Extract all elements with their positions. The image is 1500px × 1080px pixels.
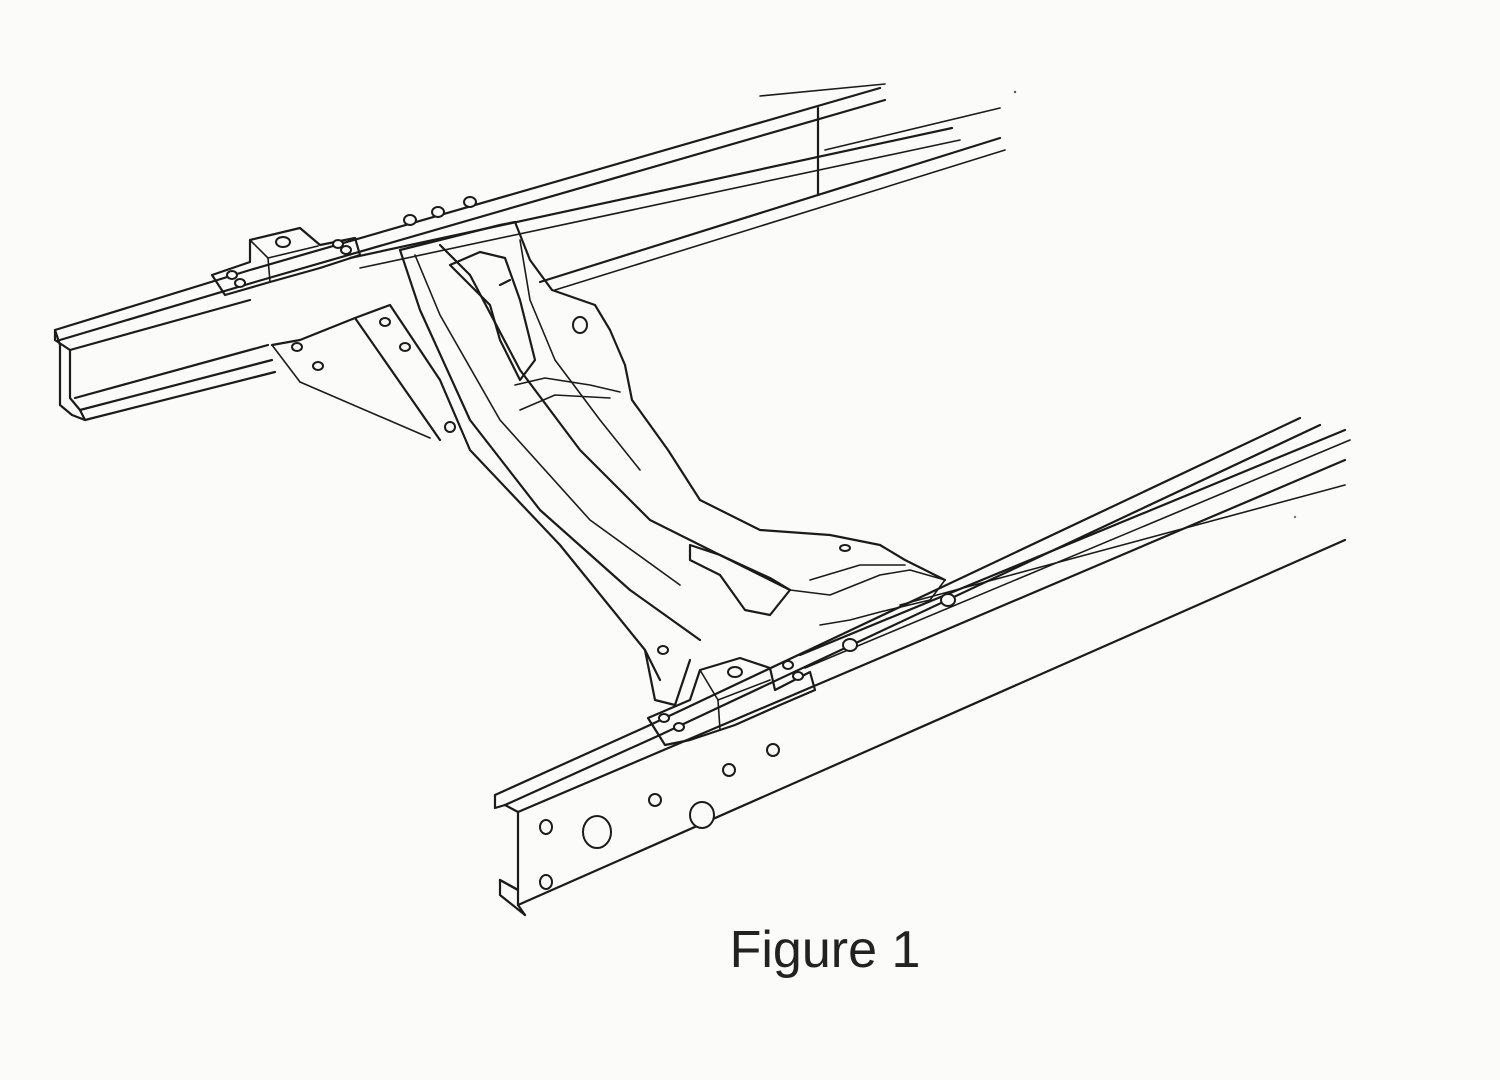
crossmember-back-edge: [398, 220, 947, 582]
figure-caption: Figure 1: [729, 921, 921, 979]
right-bracket-ridge-2: [717, 699, 721, 731]
left-rail-top-far: [759, 83, 886, 97]
crossmember-rib-2: [414, 254, 681, 586]
left-mount-bracket: [210, 226, 362, 297]
right-mount-bracket: [646, 656, 817, 747]
left-rail-hole: [463, 196, 477, 208]
right-rail-end-profile: [493, 793, 527, 917]
speck: [1293, 515, 1297, 519]
left-bracket-ridge-2: [267, 257, 271, 283]
crossmember-hole: [379, 317, 391, 327]
gusset-hole: [312, 361, 324, 371]
crossmember-rib-4: [519, 239, 641, 471]
left-rail-top-flange-back-2: [359, 139, 961, 269]
left-rail-upper-far: [824, 107, 1001, 151]
crossmember-pocket-line: [498, 278, 512, 287]
left-rail-web-top: [68, 298, 252, 352]
crossmember: [270, 220, 947, 707]
right-rail-top-flange-back: [798, 428, 1347, 657]
right-bracket-hole: [673, 722, 685, 732]
crossmember-hole: [399, 342, 411, 352]
crossmember-tube-top: [809, 564, 906, 581]
right-rail-hole-large: [689, 801, 715, 829]
crossmember-tube-end: [789, 569, 946, 626]
gusset-outline: [270, 316, 442, 442]
gusset-lower-edge: [299, 381, 431, 439]
right-rail-top-flange-back-2: [804, 439, 1351, 669]
right-rail-flange-hole: [842, 638, 858, 652]
left-bracket-outline: [210, 226, 362, 297]
left-rail-lower-far-edge-2: [554, 149, 1006, 291]
gusset-left-edge: [271, 344, 301, 383]
right-rail-web-top: [516, 458, 1347, 814]
left-bracket-hole: [275, 236, 291, 248]
right-rail-hole: [539, 874, 553, 890]
crossmember-web-line: [514, 377, 621, 393]
left-rail-top-flange-back: [348, 126, 954, 260]
crossmember-hole: [572, 316, 588, 334]
left-bracket-hole: [332, 239, 344, 249]
right-rail-top-edge-outer: [493, 416, 1302, 797]
left-rail-top-edge-inner: [58, 98, 887, 342]
crossmember-lower-end: [688, 543, 792, 617]
left-rail-top-edge-outer: [53, 86, 882, 332]
right-rail-web-line: [899, 484, 1346, 606]
right-rail-hole: [766, 743, 780, 757]
left-bracket-hole: [340, 245, 352, 255]
crossmember-foot: [643, 648, 692, 707]
crossmember-front-edge: [353, 303, 662, 682]
crossmember-pocket: [448, 250, 537, 382]
crossmember-hole: [839, 544, 851, 552]
left-rail-bottom-edge: [78, 358, 274, 412]
right-bracket-hole: [727, 666, 743, 678]
right-rail-hole-large: [582, 815, 612, 849]
right-rail-top-edge-inner: [503, 423, 1322, 807]
left-bracket-hole: [234, 278, 246, 288]
right-bracket-hole: [792, 671, 804, 681]
right-bracket-hole: [658, 713, 670, 723]
left-rail-hole: [403, 214, 417, 226]
speck: [1013, 90, 1017, 94]
left-rail-end-profile: [53, 328, 87, 422]
right-rail-hole: [539, 819, 553, 835]
left-frame-rail: [53, 83, 1006, 422]
left-rail-lower-far-edge: [538, 136, 1002, 284]
left-rail-bottom-edge-2: [83, 370, 277, 422]
right-rail-web-bottom: [516, 538, 1347, 907]
crossmember-rib-1: [398, 248, 702, 642]
left-rail-hole: [431, 206, 445, 218]
right-rail-flange-hole: [940, 593, 956, 607]
crossmember-hole: [444, 421, 456, 433]
right-bracket-hole: [782, 660, 794, 670]
crossmember-web-line-2: [519, 394, 611, 411]
right-rail-hole: [648, 793, 662, 807]
gusset-hole: [291, 342, 303, 352]
crossmember-hole: [657, 645, 669, 655]
right-rail-hole: [722, 763, 736, 777]
left-bracket-hole: [226, 270, 238, 280]
left-rail-web-lower: [73, 343, 270, 400]
